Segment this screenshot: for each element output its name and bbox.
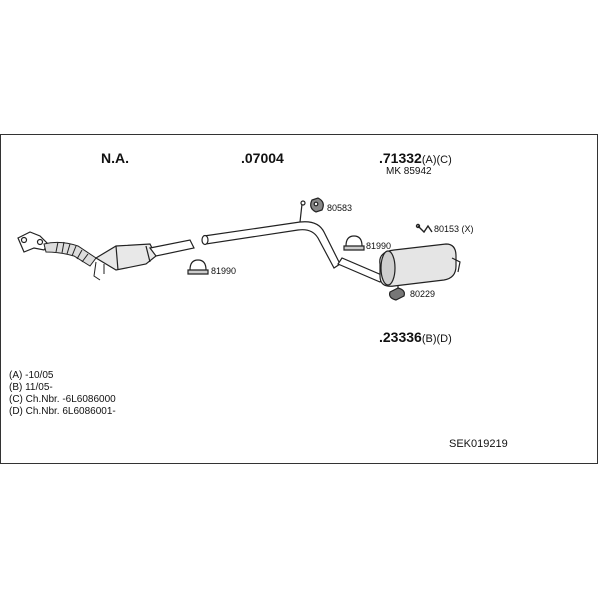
hanger-80153 (415, 223, 433, 234)
note-a: (A) -10/05 (9, 370, 54, 381)
note-d: (D) Ch.Nbr. 6L6086001- (9, 406, 116, 417)
notes-block: (A) -10/05 (B) 11/05- (C) Ch.Nbr. -6L608… (9, 370, 116, 418)
mk-label: MK 85942 (386, 166, 432, 177)
clamp-81990-rear (343, 235, 365, 251)
mount-80229 (389, 287, 405, 301)
clamp-81990-front (187, 259, 209, 275)
part-label-07004: .07004 (241, 150, 284, 166)
part-suffix-23336: (B)(D) (421, 333, 452, 345)
part-label-80583: 80583 (327, 203, 353, 213)
part-label-80153: 80153 (X) (434, 224, 474, 234)
diagram-frame (0, 134, 598, 464)
part-label-23336: .23336(B)(D) (379, 329, 452, 347)
part-label-71332: .71332(A)(C) (379, 150, 452, 168)
middle-pipe (201, 200, 341, 269)
part-label-na: N.A. (101, 150, 129, 166)
part-number-23336: .23336 (379, 329, 422, 345)
flex-pipe (43, 241, 97, 267)
bracket (93, 261, 105, 281)
part-label-80229: 80229 (410, 289, 436, 299)
part-label-81990-rear: 81990 (366, 241, 392, 251)
rear-muffler (337, 243, 461, 292)
part-number-71332: .71332 (379, 150, 422, 166)
front-flange (17, 231, 49, 253)
kit-code: SEK019219 (449, 438, 508, 450)
note-c: (C) Ch.Nbr. -6L6086000 (9, 394, 116, 405)
rubber-mount-80583 (310, 197, 324, 213)
catalytic-converter (94, 239, 195, 271)
part-label-81990-front: 81990 (211, 266, 237, 276)
part-suffix-71332: (A)(C) (421, 154, 452, 166)
note-b: (B) 11/05- (9, 382, 53, 393)
